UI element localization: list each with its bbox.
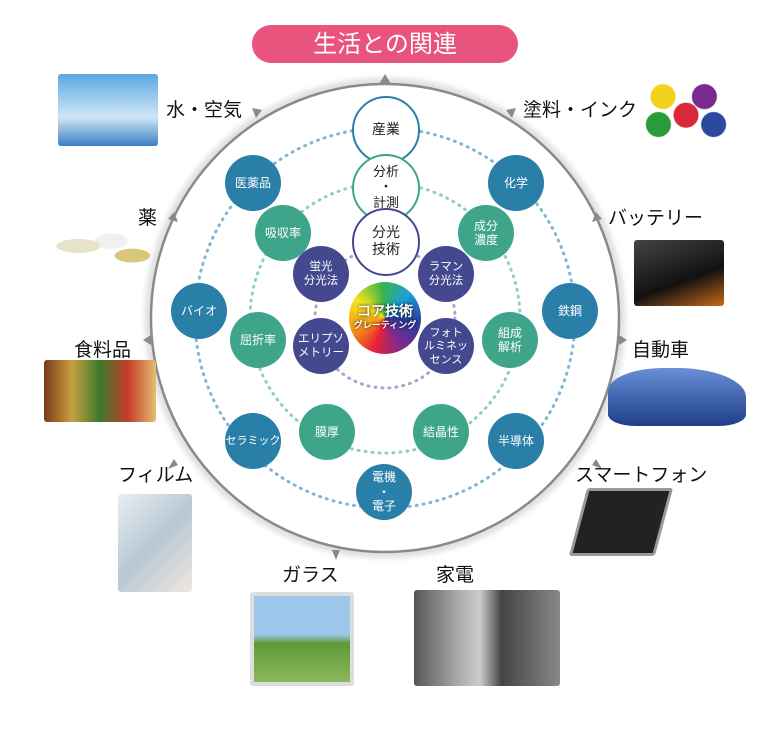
node-industry: 産業	[352, 96, 420, 164]
node-chemistry: 化学	[488, 155, 544, 211]
node-fluorescence: 蛍光 分光法	[293, 246, 349, 302]
node-electronics: 電機 ・ 電子	[356, 464, 412, 520]
node-composition: 組成 解析	[482, 312, 538, 368]
smartphone-image	[568, 488, 674, 556]
paint-image	[640, 78, 732, 140]
node-semiconductor: 半導体	[488, 413, 544, 469]
core-grating: コア技術グレーティング	[349, 282, 421, 354]
water-image	[58, 74, 158, 146]
title-badge: 生活との関連	[252, 25, 518, 63]
node-refractive-index: 屈折率	[230, 312, 286, 368]
label-smartphone: スマートフォン	[575, 464, 708, 486]
node-steel: 鉄鋼	[542, 283, 598, 339]
pills-image	[46, 222, 154, 270]
label-paint-ink: 塗料・インク	[523, 99, 638, 121]
window-image	[250, 592, 354, 686]
label-glass: ガラス	[282, 564, 339, 586]
label-water-air: 水・空気	[166, 99, 243, 121]
node-film-thickness: 膜厚	[299, 404, 355, 460]
label-car: 自動車	[632, 339, 690, 361]
node-spectroscopy: 分光 技術	[352, 208, 420, 276]
node-crystallinity: 結晶性	[413, 404, 469, 460]
battery-image	[634, 240, 724, 306]
node-pharma: 医薬品	[225, 155, 281, 211]
film-image	[118, 494, 192, 592]
node-bio: バイオ	[171, 283, 227, 339]
node-concentration: 成分 濃度	[458, 205, 514, 261]
node-absorbance: 吸収率	[255, 205, 311, 261]
node-ceramics: セラミック	[225, 413, 281, 469]
core-label: コア技術	[357, 304, 413, 321]
node-photoluminescence: フォト ルミネッ センス	[418, 318, 474, 374]
node-raman: ラマン 分光法	[418, 246, 474, 302]
label-film: フィルム	[118, 464, 194, 486]
node-ellipsometry: エリプソ メトリー	[293, 318, 349, 374]
food-image	[44, 360, 156, 422]
label-appliances: 家電	[436, 564, 475, 586]
label-food: 食料品	[74, 339, 132, 361]
appliances-image	[414, 590, 560, 686]
car-image	[608, 368, 746, 426]
label-battery: バッテリー	[608, 207, 704, 229]
core-sub: グレーティング	[353, 321, 417, 331]
